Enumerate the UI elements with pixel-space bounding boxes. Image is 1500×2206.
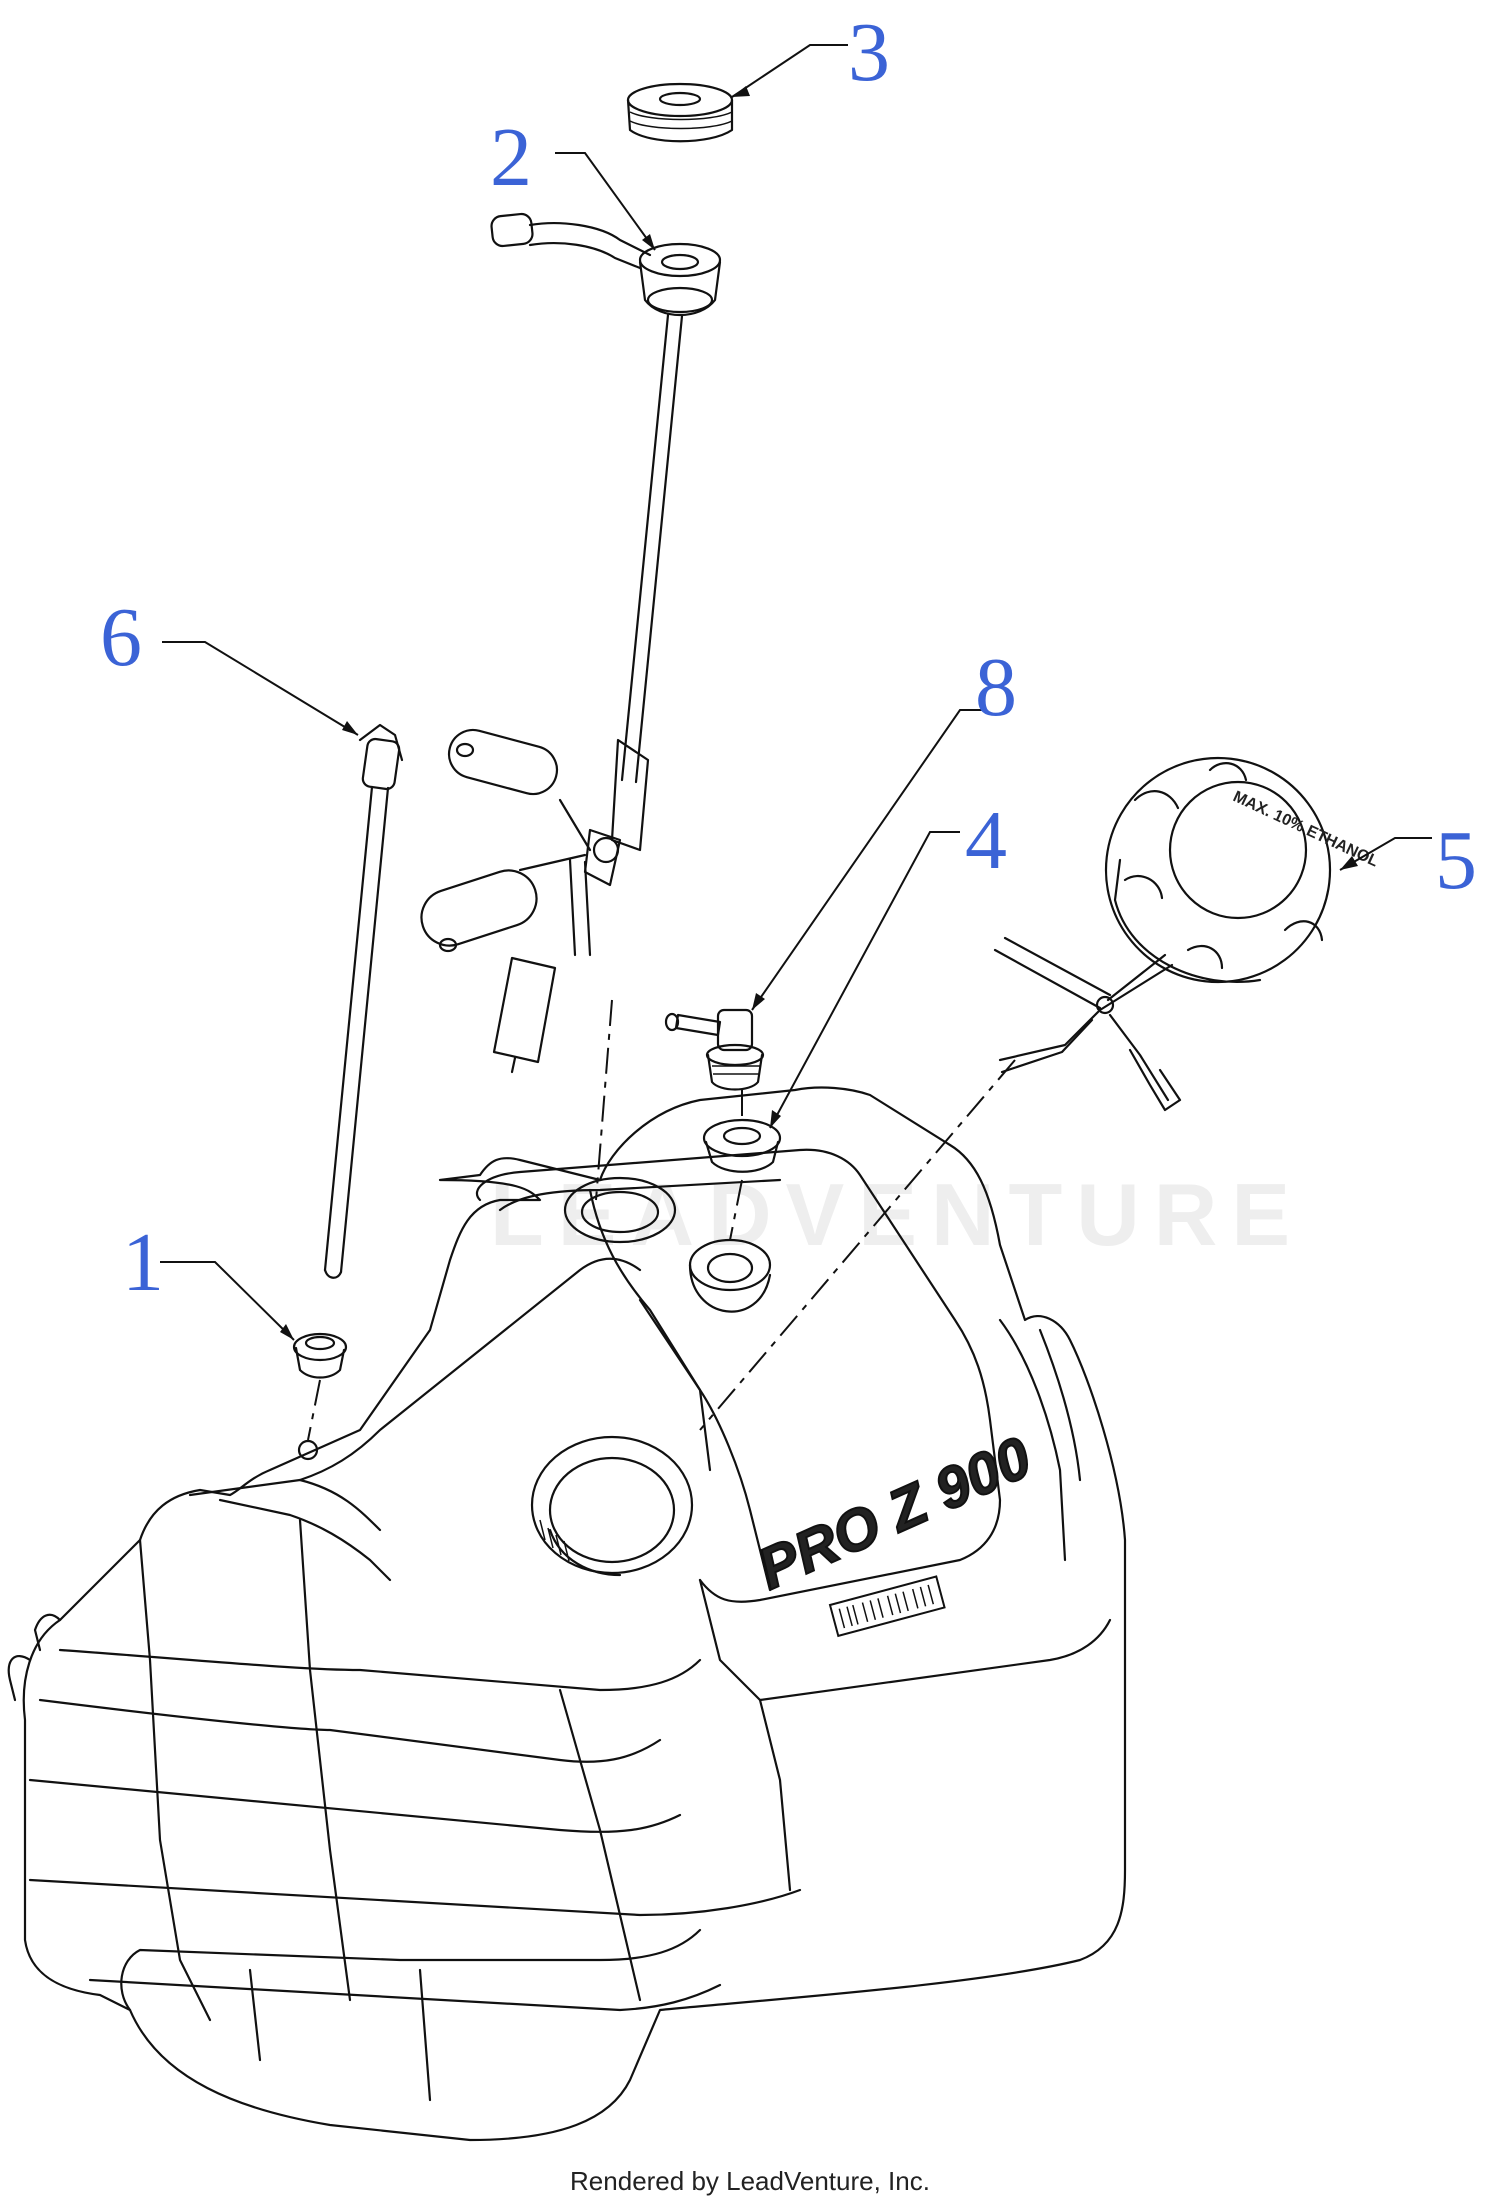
callout-4: 4 — [965, 794, 1007, 887]
tank-label: PRO Z 900 — [748, 1423, 1041, 1602]
callout-3: 3 — [848, 6, 890, 99]
pickup-port — [297, 1439, 319, 1461]
center-lines — [307, 999, 1016, 1441]
barcode-plate — [828, 1575, 946, 1638]
part-4-grommet — [702, 1118, 782, 1173]
callout-5: 5 — [1435, 814, 1477, 907]
callout-8: 8 — [975, 641, 1017, 734]
watermark-text: LEADVENTURE — [490, 1165, 1304, 1264]
part-1-grommet — [292, 1332, 348, 1379]
sender-port — [563, 1176, 677, 1244]
watermark: LEADVENTURE — [490, 1165, 1304, 1264]
tank-upper-hump — [475, 1148, 1002, 1603]
leader-lines — [160, 44, 1432, 1341]
tank-label-text: PRO Z 900 — [749, 1424, 1040, 1601]
filler-neck — [530, 1435, 694, 1575]
callouts: 1 2 3 4 5 6 8 — [100, 6, 1477, 1309]
part-8-valve — [664, 1008, 765, 1091]
part-2-fuel-sender — [420, 212, 722, 1074]
callout-1: 1 — [122, 1216, 164, 1309]
tank-outline — [22, 1086, 1127, 2142]
callout-2: 2 — [490, 111, 532, 204]
footer-credit: Rendered by LeadVenture, Inc. — [570, 2166, 930, 2196]
part-5-gas-cap: MAX. 10% ETHANOL — [993, 756, 1381, 1112]
part-6-pickup-tube — [323, 723, 404, 1279]
callout-6: 6 — [100, 591, 142, 684]
part-3-cap — [626, 82, 734, 143]
